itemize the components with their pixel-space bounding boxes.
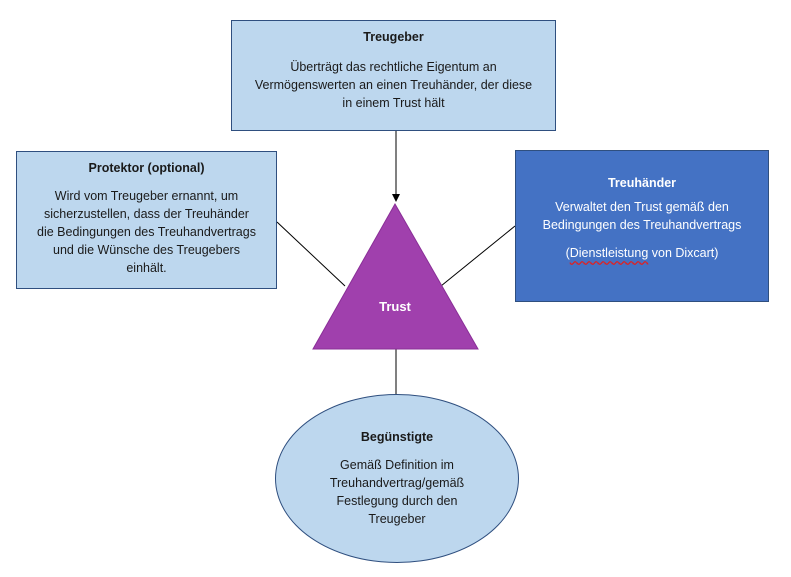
note-rest: von Dixcart) bbox=[648, 246, 719, 260]
treugeber-text-line: Überträgt das rechtliche Eigentum an bbox=[290, 60, 497, 74]
trust-triangle bbox=[312, 202, 479, 350]
beguenstigte-text-line: Festlegung durch den bbox=[336, 494, 458, 508]
beguenstigte-text-line: Treuhandvertrag/gemäß bbox=[329, 476, 465, 490]
protektor-text-line: Wird vom Treugeber ernannt, um bbox=[54, 189, 239, 203]
protektor-text-line: einhält. bbox=[126, 261, 167, 275]
line-protektor-to-trust bbox=[276, 221, 346, 287]
treugeber-text-line: Vermögenswerten an einen Treuhänder, der… bbox=[254, 78, 533, 92]
protektor-text-line: sicherzustellen, dass der Treuhänder bbox=[44, 207, 249, 221]
beguenstigte-ellipse: Begünstigte Gemäß Definition im Treuhand… bbox=[275, 394, 519, 563]
treugeber-box: Treugeber Überträgt das rechtliche Eigen… bbox=[231, 20, 556, 131]
treuhaender-title: Treuhänder bbox=[607, 176, 677, 190]
note-open-paren: ( bbox=[565, 246, 570, 260]
treuhaender-text-line: Bedingungen des Treuhandvertrags bbox=[542, 218, 742, 232]
protektor-box: Protektor (optional) Wird vom Treugeber … bbox=[16, 151, 277, 289]
beguenstigte-text-line: Treugeber bbox=[368, 512, 426, 526]
treugeber-text-line: in einem Trust hält bbox=[342, 96, 445, 110]
treuhaender-box: Treuhänder Verwaltet den Trust gemäß den… bbox=[515, 150, 769, 302]
beguenstigte-title: Begünstigte bbox=[360, 430, 434, 444]
trust-label: Trust bbox=[379, 299, 411, 314]
treuhaender-text-line: Verwaltet den Trust gemäß den bbox=[555, 200, 729, 214]
treugeber-title: Treugeber bbox=[363, 30, 424, 44]
treuhaender-service-note: (Dienstleistung von Dixcart) bbox=[522, 244, 762, 262]
protektor-text-line: und die Wünsche des Treugebers bbox=[53, 243, 240, 257]
protektor-text-line: die Bedingungen des Treuhandvertrags bbox=[37, 225, 256, 239]
beguenstigte-text-line: Gemäß Definition im bbox=[340, 458, 454, 472]
line-treuhaender-to-trust bbox=[440, 225, 516, 287]
note-spellcheck-word: Dienstleistung bbox=[569, 246, 649, 260]
protektor-title: Protektor (optional) bbox=[88, 161, 205, 175]
